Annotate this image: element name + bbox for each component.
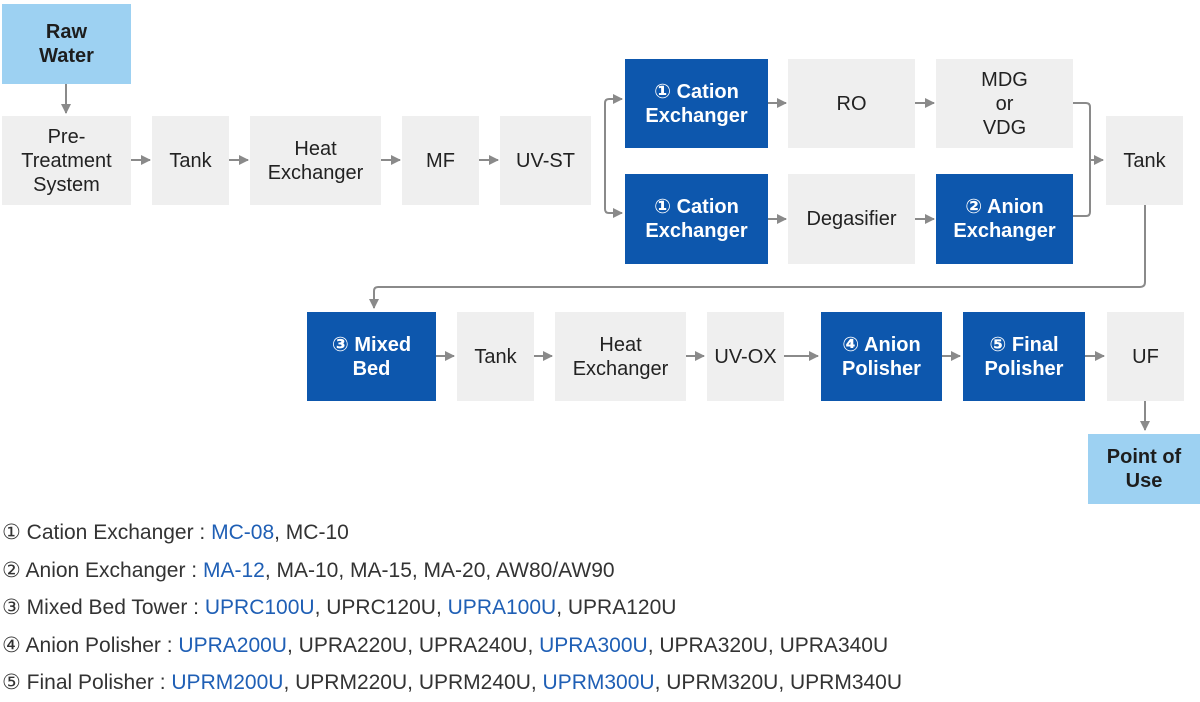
legend-separator: , bbox=[556, 596, 568, 619]
node-mixed-bed: ③ Mixed Bed bbox=[307, 312, 436, 401]
legend-model: UPRC120U bbox=[326, 596, 436, 619]
legend-separator: , bbox=[778, 671, 790, 694]
legend-separator: , bbox=[411, 558, 424, 582]
legend-separator: , bbox=[264, 558, 277, 582]
legend-separator: , bbox=[407, 633, 419, 657]
legend-model: UPRA240U bbox=[418, 633, 528, 657]
legend-separator: , bbox=[314, 596, 327, 619]
node-point-of-use: Point of Use bbox=[1088, 434, 1200, 504]
node-ro: RO bbox=[788, 59, 915, 148]
arrow-uv-st-to-cation-bottom bbox=[604, 160, 623, 218]
legend-label: ⑤ Final Polisher : bbox=[2, 671, 172, 694]
legend-model: UPRA220U bbox=[298, 633, 408, 657]
legend-model-link[interactable]: UPRA200U bbox=[178, 633, 287, 657]
legend-model: MA-20 bbox=[423, 558, 486, 582]
legend-model: UPRM340U bbox=[789, 671, 903, 694]
legend-model-link[interactable]: UPRM300U bbox=[542, 671, 655, 694]
legend-separator: , bbox=[435, 596, 448, 619]
node-tank-2: Tank bbox=[1106, 116, 1183, 205]
legend-separator: , bbox=[338, 558, 351, 582]
node-anion-polisher: ④ Anion Polisher bbox=[821, 312, 942, 401]
legend-separator: , bbox=[274, 521, 286, 544]
legend-separator: , bbox=[407, 671, 419, 694]
legend-model: UPRA320U bbox=[659, 633, 768, 657]
legend-separator: , bbox=[283, 671, 296, 694]
legend-row: ④ Anion Polisher : UPRA200U, UPRA220U, U… bbox=[2, 627, 1192, 665]
legend-row: ① Cation Exchanger : MC-08, MC-10 bbox=[2, 514, 1192, 552]
legend-model: UPRA120U bbox=[567, 596, 677, 619]
node-degasifier: Degasifier bbox=[788, 174, 915, 264]
node-uf: UF bbox=[1107, 312, 1184, 401]
connector-mdg-to-merge bbox=[1073, 102, 1091, 217]
legend-model: AW80/AW90 bbox=[495, 558, 615, 582]
node-tank-3: Tank bbox=[457, 312, 534, 401]
node-raw-water: Raw Water bbox=[2, 4, 131, 84]
legend-separator: , bbox=[530, 671, 543, 694]
node-uv-ox: UV-OX bbox=[707, 312, 784, 401]
legend-separator: , bbox=[286, 633, 299, 657]
node-heat-exchanger-2: Heat Exchanger bbox=[555, 312, 686, 401]
legend-row: ⑤ Final Polisher : UPRM200U, UPRM220U, U… bbox=[2, 664, 1192, 702]
legend-model: MA-10 bbox=[276, 558, 339, 582]
legend-model-link[interactable]: MA-12 bbox=[202, 558, 265, 582]
legend-separator: , bbox=[767, 633, 780, 657]
legend-separator: , bbox=[647, 633, 660, 657]
node-cation-exchanger-top: ① Cation Exchanger bbox=[625, 59, 768, 148]
node-final-polisher: ⑤ Final Polisher bbox=[963, 312, 1085, 401]
legend-model: MA-15 bbox=[350, 558, 412, 582]
legend-row: ② Anion Exchanger : MA-12, MA-10, MA-15,… bbox=[2, 552, 1192, 590]
node-cation-exchanger-bottom: ① Cation Exchanger bbox=[625, 174, 768, 264]
legend-model: UPRM320U bbox=[666, 671, 779, 694]
legend-model-link[interactable]: UPRC100U bbox=[204, 596, 315, 619]
legend-model-link[interactable]: MC-08 bbox=[211, 521, 275, 544]
legend-separator: , bbox=[654, 671, 667, 694]
legend-model: UPRA340U bbox=[779, 633, 889, 657]
node-pretreatment-system: Pre- Treatment System bbox=[2, 116, 131, 205]
node-tank-1: Tank bbox=[152, 116, 229, 205]
legend-model: UPRM240U bbox=[418, 671, 531, 694]
legend-label: ④ Anion Polisher : bbox=[2, 633, 179, 657]
node-uv-st: UV-ST bbox=[500, 116, 591, 205]
legend-model: MC-10 bbox=[285, 521, 349, 544]
node-mf: MF bbox=[402, 116, 479, 205]
legend-separator: , bbox=[527, 633, 540, 657]
legend-label: ② Anion Exchanger : bbox=[2, 558, 203, 582]
legend-model-link[interactable]: UPRA300U bbox=[539, 633, 648, 657]
legend-separator: , bbox=[485, 558, 496, 582]
legend-row: ③ Mixed Bed Tower : UPRC100U, UPRC120U, … bbox=[2, 589, 1192, 627]
process-flow-diagram: Raw Water Pre- Treatment System Tank Hea… bbox=[2, 4, 1200, 504]
legend-model: UPRM220U bbox=[295, 671, 408, 694]
legend-label: ③ Mixed Bed Tower : bbox=[2, 596, 205, 619]
legend-model-link[interactable]: UPRA100U bbox=[447, 596, 557, 619]
node-mdg-or-vdg: MDG or VDG bbox=[936, 59, 1073, 148]
node-heat-exchanger-1: Heat Exchanger bbox=[250, 116, 381, 205]
arrow-uv-st-to-cation-top bbox=[604, 94, 623, 160]
node-anion-exchanger: ② Anion Exchanger bbox=[936, 174, 1073, 264]
legend-label: ① Cation Exchanger : bbox=[2, 521, 212, 544]
legend-model-link[interactable]: UPRM200U bbox=[171, 671, 284, 694]
